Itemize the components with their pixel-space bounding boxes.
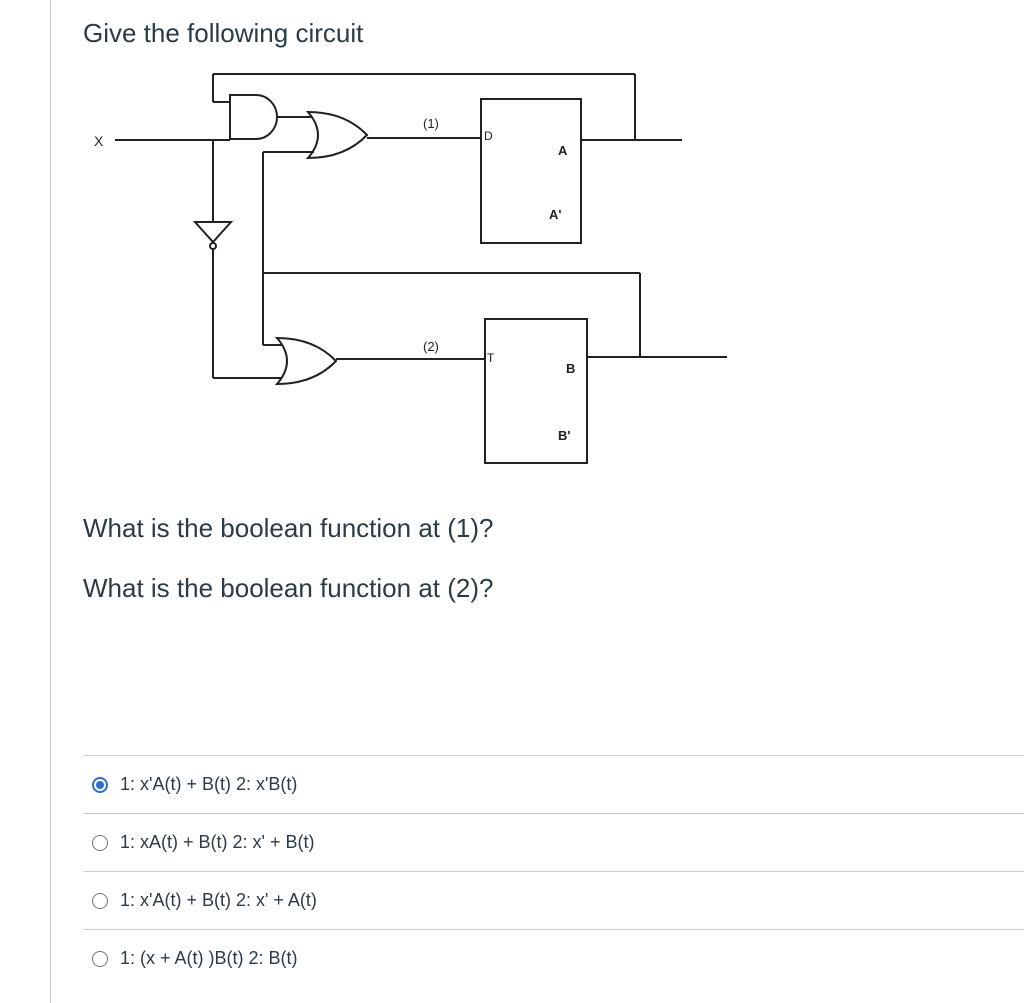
radio-icon[interactable] [92,834,108,851]
question-title: Give the following circuit [83,18,364,48]
answer-label: 1: (x + A(t) )B(t) 2: B(t) [120,948,298,968]
radio-icon[interactable] [92,892,108,909]
answer-label: 1: xA(t) + B(t) 2: x' + B(t) [120,832,315,852]
answer-option-4[interactable]: 1: (x + A(t) )B(t) 2: B(t) [83,929,1024,987]
input-x-label: X [94,133,104,149]
ff2-qbar-label: B' [558,428,570,443]
radio-selected-icon[interactable] [92,776,108,793]
prompt-2: What is the boolean function at (2)? [83,573,494,603]
ff2-q-label: B [566,361,575,376]
circuit-diagram: X (1) (2) D A A' T B B' [94,73,727,464]
radio-icon[interactable] [92,950,108,967]
label-1: (1) [423,116,439,131]
ff1-qbar-label: A' [549,207,561,222]
answer-option-2[interactable]: 1: xA(t) + B(t) 2: x' + B(t) [83,813,1024,871]
answer-list: 1: x'A(t) + B(t) 2: x'B(t) 1: xA(t) + B(… [83,755,1024,987]
ff2-t-label: T [487,351,495,365]
prompt-1: What is the boolean function at (1)? [83,513,494,543]
answer-option-3[interactable]: 1: x'A(t) + B(t) 2: x' + A(t) [83,871,1024,929]
ff1-d-label: D [484,129,493,143]
ff1-q-label: A [558,143,568,158]
answer-label: 1: x'A(t) + B(t) 2: x' + A(t) [120,890,317,910]
left-border [50,0,51,1003]
answer-option-1[interactable]: 1: x'A(t) + B(t) 2: x'B(t) [83,755,1024,813]
label-2: (2) [423,339,439,354]
answer-label: 1: x'A(t) + B(t) 2: x'B(t) [120,774,298,794]
